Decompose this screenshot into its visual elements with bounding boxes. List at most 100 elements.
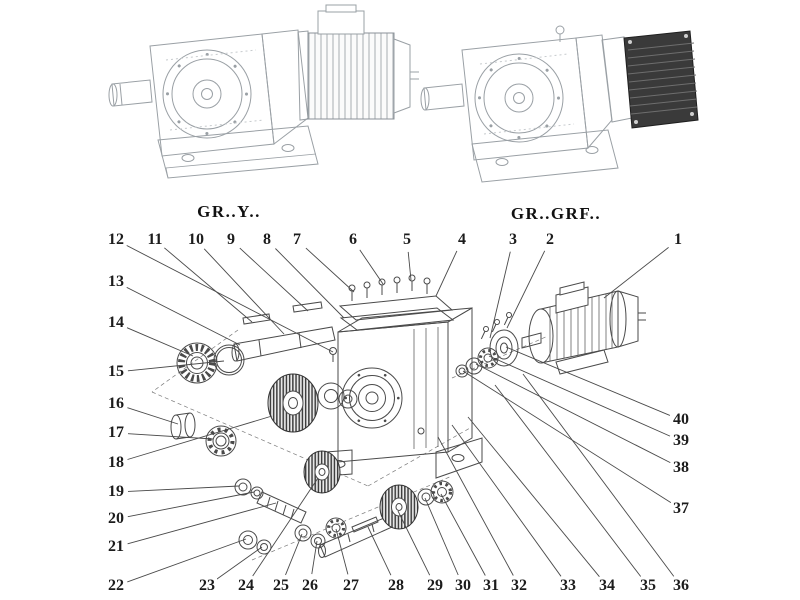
part-number-24: 24 bbox=[236, 577, 256, 594]
part-number-12: 12 bbox=[106, 231, 126, 248]
part-number-8: 8 bbox=[261, 231, 273, 248]
intermediate-gear bbox=[303, 450, 341, 494]
flange-bolts bbox=[480, 312, 512, 340]
leader-line-39 bbox=[488, 355, 671, 437]
part-number-18: 18 bbox=[106, 454, 126, 471]
part-number-37: 37 bbox=[671, 500, 691, 517]
shaft-key bbox=[292, 301, 323, 313]
leader-line-34 bbox=[467, 416, 600, 577]
leader-line-26 bbox=[311, 540, 318, 575]
variant-label-gr-grf: GR..GRF.. bbox=[510, 204, 602, 223]
leader-line-3 bbox=[489, 251, 511, 339]
part-number-22: 22 bbox=[106, 577, 126, 594]
part-number-5: 5 bbox=[401, 231, 413, 248]
leader-line-6 bbox=[359, 249, 384, 285]
leader-line-9 bbox=[239, 247, 309, 312]
leader-line-37 bbox=[462, 370, 672, 503]
leader-line-4 bbox=[435, 250, 458, 297]
coupling-parts bbox=[455, 329, 519, 378]
leader-line-19 bbox=[127, 485, 240, 492]
leader-line-24 bbox=[252, 477, 319, 577]
leader-line-22 bbox=[127, 538, 247, 583]
leader-line-33 bbox=[451, 424, 562, 577]
leader-line-30 bbox=[424, 497, 459, 576]
part-number-35: 35 bbox=[638, 577, 658, 594]
part-number-32: 32 bbox=[509, 577, 529, 594]
leader-line-15 bbox=[127, 360, 225, 372]
shaft-key bbox=[242, 313, 271, 325]
assembled-unit-gr-y bbox=[108, 4, 419, 179]
spacer-washers bbox=[317, 382, 358, 410]
part-number-14: 14 bbox=[106, 314, 126, 331]
part-number-15: 15 bbox=[106, 363, 126, 380]
part-number-1: 1 bbox=[672, 231, 684, 248]
leader-line-36 bbox=[522, 373, 675, 577]
part-number-19: 19 bbox=[106, 483, 126, 500]
ball-bearing bbox=[205, 425, 237, 457]
part-number-25: 25 bbox=[271, 577, 291, 594]
leader-line-20 bbox=[127, 491, 255, 518]
leader-line-11 bbox=[163, 247, 253, 323]
leader-line-16 bbox=[127, 407, 179, 425]
leader-line-25 bbox=[285, 533, 303, 576]
output-bearing-large bbox=[430, 480, 454, 504]
motor-flange-disc bbox=[489, 329, 519, 367]
part-number-11: 11 bbox=[145, 231, 165, 248]
part-number-29: 29 bbox=[425, 577, 445, 594]
part-number-38: 38 bbox=[671, 459, 691, 476]
part-number-10: 10 bbox=[186, 231, 206, 248]
part-number-4: 4 bbox=[456, 231, 468, 248]
leader-line-14 bbox=[126, 327, 194, 357]
part-number-23: 23 bbox=[197, 577, 217, 594]
part-number-40: 40 bbox=[671, 411, 691, 428]
brake-motor-block bbox=[623, 30, 699, 129]
part-number-20: 20 bbox=[106, 510, 126, 527]
part-number-9: 9 bbox=[225, 231, 237, 248]
motor-exploded bbox=[521, 281, 646, 375]
leader-line-18 bbox=[127, 415, 273, 460]
output-gear bbox=[379, 484, 419, 530]
leader-line-17 bbox=[127, 433, 214, 440]
part-number-21: 21 bbox=[106, 538, 126, 555]
part-number-28: 28 bbox=[386, 577, 406, 594]
exploded-view bbox=[151, 274, 646, 561]
leader-line-27 bbox=[335, 528, 349, 575]
leader-line-2 bbox=[506, 250, 546, 329]
leader-line-1 bbox=[603, 247, 669, 299]
leader-line-38 bbox=[475, 363, 671, 464]
part-number-6: 6 bbox=[347, 231, 359, 248]
input-shaft bbox=[231, 301, 336, 362]
gear-housing bbox=[325, 307, 483, 479]
part-number-27: 27 bbox=[341, 577, 361, 594]
leader-line-32 bbox=[437, 436, 514, 576]
part-number-39: 39 bbox=[671, 432, 691, 449]
part-number-31: 31 bbox=[481, 577, 501, 594]
retaining-ring bbox=[213, 344, 245, 376]
part-number-7: 7 bbox=[291, 231, 303, 248]
part-number-13: 13 bbox=[106, 273, 126, 290]
part-number-26: 26 bbox=[300, 577, 320, 594]
leader-line-28 bbox=[367, 526, 392, 576]
part-number-36: 36 bbox=[671, 577, 691, 594]
leader-line-23 bbox=[216, 546, 263, 580]
leader-line-31 bbox=[440, 493, 486, 576]
part-number-34: 34 bbox=[597, 577, 617, 594]
part-number-30: 30 bbox=[453, 577, 473, 594]
assembled-unit-gr-grf bbox=[420, 25, 699, 183]
leader-line-29 bbox=[397, 510, 431, 576]
small-washers-lower bbox=[238, 524, 326, 555]
toothed-lock-washer bbox=[176, 342, 218, 384]
leader-line-12 bbox=[126, 245, 334, 353]
variant-label-gr-y: GR..Y.. bbox=[197, 202, 261, 221]
part-number-2: 2 bbox=[544, 231, 556, 248]
leader-line-8 bbox=[275, 248, 345, 319]
part-number-16: 16 bbox=[106, 395, 126, 412]
leader-line-35 bbox=[494, 384, 642, 577]
part-number-3: 3 bbox=[507, 231, 519, 248]
large-gear bbox=[267, 373, 319, 433]
leader-line-21 bbox=[127, 502, 277, 545]
leader-line-7 bbox=[305, 247, 355, 293]
